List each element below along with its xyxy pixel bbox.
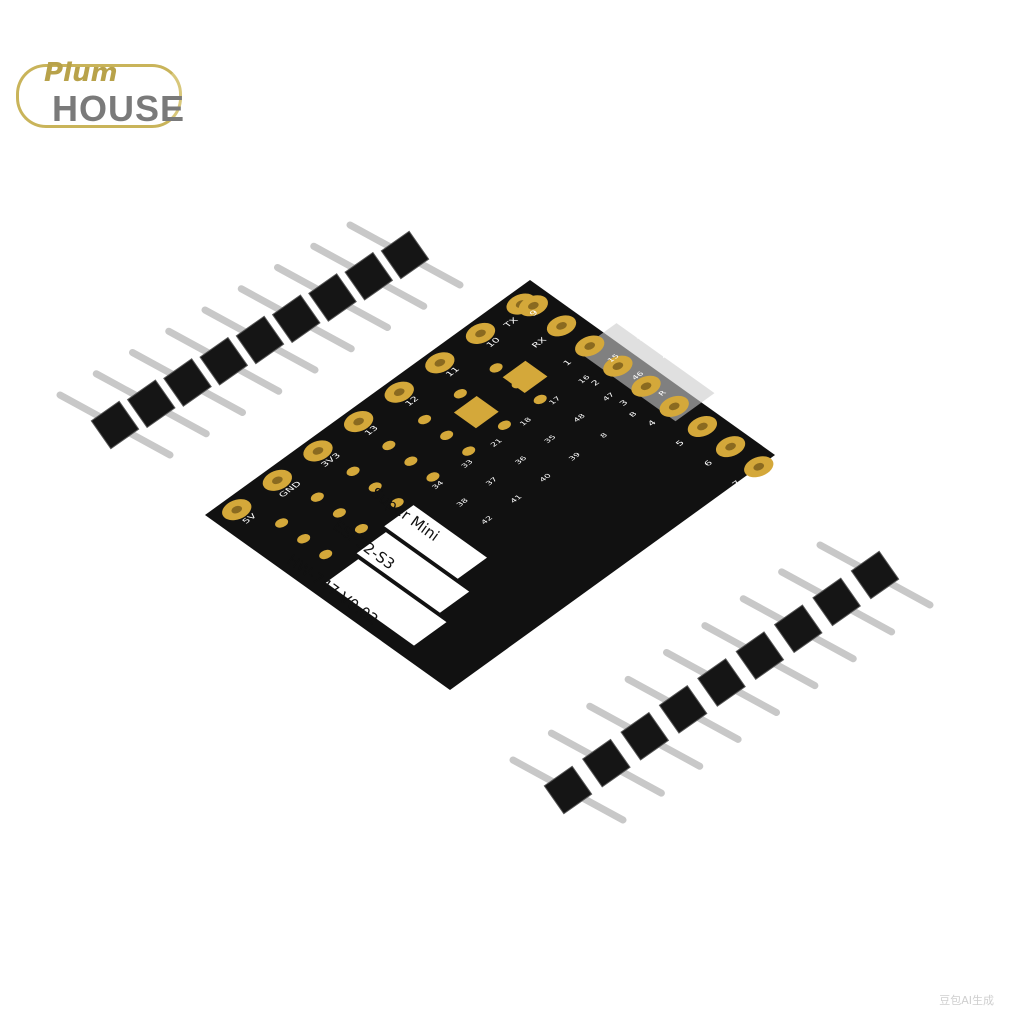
pin-label: 39 [567,451,582,462]
via-pad [319,549,333,560]
via-pad [368,482,382,492]
pin-label: 18 [518,416,533,427]
header-block [235,315,285,365]
pin-label: 48 [572,412,587,423]
pin-label: B [627,410,638,418]
via-pad [418,414,432,425]
pin-header-left [56,221,464,459]
pin-label: 46 [630,370,645,381]
header-block [658,685,708,734]
via-pad [297,534,311,544]
via-pad [346,466,360,476]
via-pad [332,508,346,518]
battery-pad-plus [453,396,499,429]
pin-label: 42 [479,515,494,526]
sticker [325,505,488,646]
pad-hole [753,462,765,471]
pad-hole [312,447,324,455]
pin-label: 8 [598,432,609,440]
header-block [90,400,140,450]
pad-hole [272,476,283,485]
logo-text-plum: Plum [44,58,118,88]
pin-label: 5 [674,439,687,448]
header-block [582,738,631,788]
logo-ring [16,64,182,128]
header-block [735,631,785,680]
pad-hole [434,358,446,367]
pad-hole [612,362,624,370]
pin-label: 47 [601,391,616,402]
header-block [812,577,861,627]
via-pad [497,420,511,430]
pin-label: 17 [547,395,562,406]
header-block [126,379,176,429]
header-block [543,765,593,815]
pin-label: 7 [730,479,743,488]
pad-hole [725,442,736,451]
pin-label: 6 [702,459,715,468]
pad-hole [353,417,364,426]
pad-hole [556,322,567,330]
header-block [163,358,212,407]
via-pad [404,456,418,466]
pad-hole [668,402,680,411]
via-pad [533,394,547,405]
pin-label: 40 [538,472,553,483]
via-pad [390,498,404,508]
pin-label: 3 [618,398,631,407]
pin-label: 1 [561,358,574,367]
pin-label: 4 [646,419,659,428]
pin-label: 34 [430,480,445,491]
header-block [199,336,249,386]
via-pad [310,492,324,502]
via-pad [489,363,503,373]
header-block [271,294,321,344]
pin-label: 35 [542,434,557,445]
via-pad [426,472,440,482]
pin-label: 16 [576,374,591,385]
pin-label: 37 [484,476,499,487]
pin-label: 41 [508,493,523,504]
pin-label: 36 [513,455,528,466]
pad-hole [393,388,405,396]
battery-pad-minus [502,360,548,394]
via-pad [354,523,368,534]
watermark: 豆包AI生成 [939,994,994,1007]
via-pad [440,430,454,441]
pin-label: 21 [489,437,504,448]
pad-hole [584,342,595,350]
via-pad [275,518,289,528]
header-block [344,251,394,301]
pad-hole [697,422,708,431]
logo-text-house: HOUSE [52,88,186,129]
header-block [850,550,900,600]
esp32-s3-super-mini-board: 5VGND3V3131211109TXRX1234567343321181716… [205,280,776,690]
pin-label: R [657,389,669,397]
pin-label: 9 [528,309,541,318]
pad-hole [475,329,486,338]
header-block [620,711,670,761]
header-block [697,658,746,707]
pin-label: 15 [606,353,621,364]
pin-label: 45 [659,349,674,360]
via-pad [462,446,476,456]
pin-label: 33 [459,458,474,469]
pad-hole [231,505,243,514]
pad-hole [640,382,652,391]
header-block [380,230,430,280]
pin-header-right [509,541,934,824]
pin-label: 2 [589,378,602,387]
via-pad [382,440,396,451]
pad-hole [528,301,539,310]
via-pad [453,389,467,399]
header-block [308,273,357,322]
brand-logo: Plum HOUSE [16,58,188,129]
header-block [773,604,823,654]
pin-label: 38 [455,497,470,508]
pin-label: 14 [635,331,650,342]
